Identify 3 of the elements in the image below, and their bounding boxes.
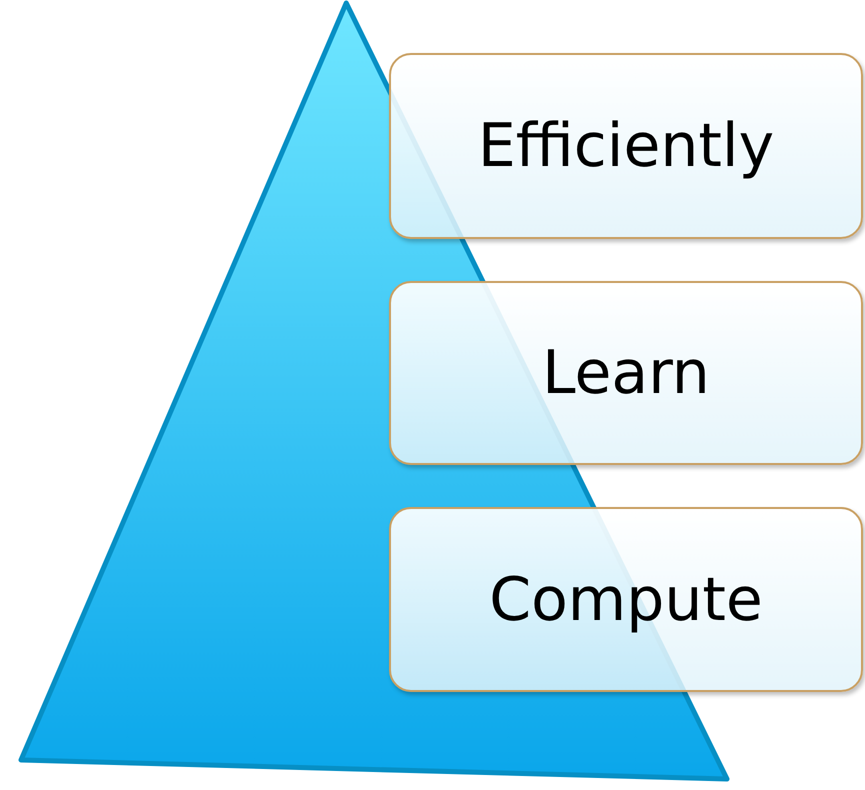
label-card: Compute [389, 507, 863, 692]
label-card: Efficiently [389, 53, 863, 239]
label-card: Learn [389, 281, 863, 465]
